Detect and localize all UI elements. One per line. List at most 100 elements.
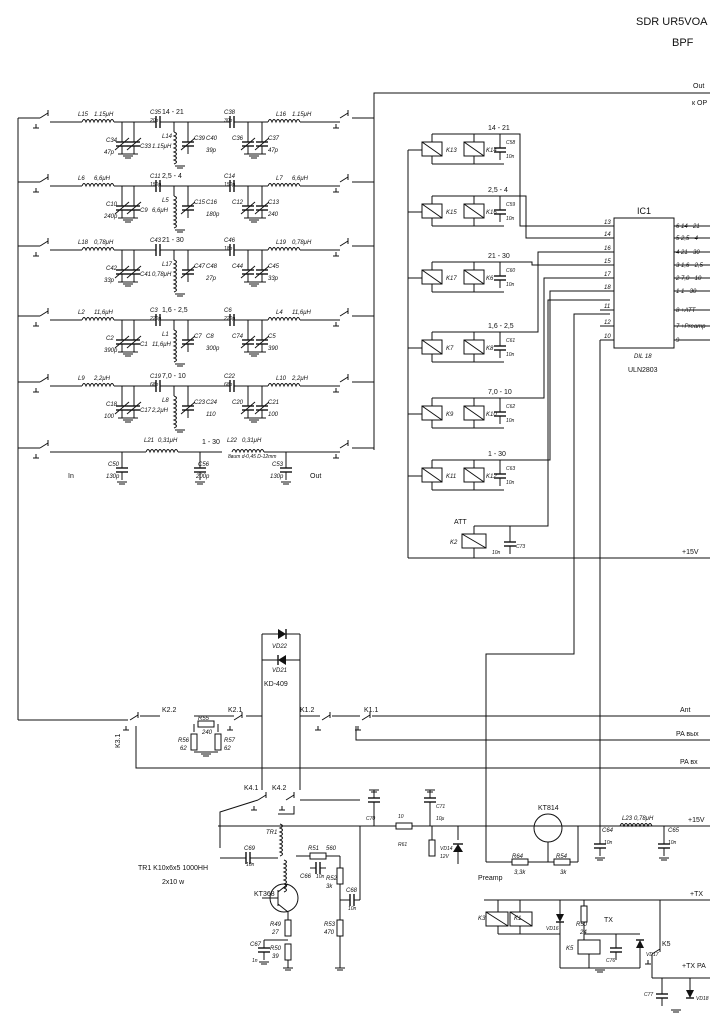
filter-c-ser1-value: 220p: [149, 316, 161, 322]
lpf-c53-label: C53: [272, 462, 284, 468]
filter-l-in-label: L2: [78, 310, 85, 316]
att-c73: C73: [516, 544, 525, 550]
subtitle: BPF: [672, 37, 694, 49]
filter-l-out-label: L4: [276, 310, 283, 316]
k5-label: K5: [566, 946, 574, 952]
filter-c-ser1-label: C11: [150, 174, 161, 180]
filter-c-ser2-value: 18p: [224, 246, 233, 252]
ic1-left-pin: 18: [604, 285, 611, 291]
pa-in-label: PA вх: [680, 759, 698, 766]
lpf-c50-label: C50: [108, 462, 120, 468]
filter-c-d-label: C48: [206, 264, 218, 270]
tx-label: TX: [604, 917, 613, 924]
filter-c-ser2-label: C22: [224, 374, 236, 380]
r52-value: 3k: [326, 884, 333, 890]
filter-c-f-value: 100: [268, 412, 279, 418]
r53-label: R53: [324, 922, 336, 928]
filter-c-ser2-value: 150p: [224, 182, 235, 188]
lpf-band: 1 - 30: [202, 439, 220, 446]
c67-label: C67: [250, 942, 262, 948]
r50-value: 24: [579, 930, 587, 936]
filter-c-a-label: C18: [106, 402, 118, 408]
filter-l-in-value: 11,6μH: [94, 310, 114, 316]
r61-label: R61: [398, 842, 407, 848]
relay-coil-2-label: K10: [486, 412, 497, 418]
r49-value: 27: [271, 930, 279, 936]
lpf-c53-value: 130p: [270, 474, 284, 480]
filter-c-b-label: C41: [140, 272, 151, 278]
ic1-package: DIL 18: [634, 354, 652, 360]
filter-c-a-label: C10: [106, 202, 118, 208]
k3-label: K3: [478, 916, 486, 922]
filter-l-in-value: 6,6μH: [94, 176, 111, 182]
filter-l-mid-label: L5: [162, 198, 169, 204]
r52-label: R52: [326, 876, 338, 882]
c70-label: C70: [366, 816, 375, 822]
relay-band-label: 21 - 30: [488, 253, 510, 260]
att-c72: 10n: [492, 550, 501, 556]
k21-label: K2.1: [228, 707, 243, 714]
lpf-note: 8вит d-0,45 D-12mm: [228, 454, 276, 460]
filter-l-out-value: 1.15μH: [292, 112, 312, 118]
filter-c-e-label: C20: [232, 400, 244, 406]
c68-label: C68: [346, 888, 358, 894]
filter-c-a-label: C42: [106, 266, 118, 272]
relay-coil-2-label: K14: [486, 148, 497, 154]
plus-tx-pa-label: +TX PA: [682, 963, 706, 970]
filter-c-e-label: C12: [232, 200, 244, 206]
lpf-l21-label: L21: [144, 438, 154, 444]
filter-l-mid-value: 0,78μH: [152, 272, 172, 278]
filter-c-ser1-label: C43: [150, 238, 162, 244]
relay-coil-1-label: K11: [446, 474, 456, 480]
att-label: ATT: [454, 519, 467, 526]
vd18-label: VD18: [696, 996, 709, 1002]
filter-c-ser1-label: C19: [150, 374, 162, 380]
regulator-section: C70 R61 10 C71 10μ VD14 12V KT814 R64 3,…: [360, 313, 710, 882]
filter-c-ser1-value: 20p: [149, 118, 159, 124]
ic1-right-pin: 3 1,6 - 2,5: [676, 263, 704, 269]
filter-l-mid-label: L14: [162, 134, 173, 140]
lpf-c50-value: 130p: [106, 474, 120, 480]
filter-c-ser1-label: C3: [150, 308, 158, 314]
c65-label: C65: [668, 828, 680, 834]
preamp-section: K4.1 K4.2 TR1 C69 10n R51 560 C66 10n R5…: [138, 785, 361, 971]
filter-c-a-label: C34: [106, 138, 118, 144]
c68-value: 10n: [348, 906, 357, 912]
low-pass-filter: L21 0,31μH L22 0,31μH 1 - 30 8вит d-0,45…: [18, 438, 374, 485]
filter-c-ser2-label: C38: [224, 110, 236, 116]
relay-cap-value: 10n: [506, 282, 515, 288]
k5-contact-label: K5: [662, 941, 671, 948]
r61-value: 10: [398, 814, 404, 820]
relay-band-label: 14 - 21: [488, 125, 510, 132]
r56-label: R56: [178, 738, 190, 744]
filter-l-mid-value: 1.15μH: [152, 144, 172, 150]
k31-label: K3.1: [115, 733, 122, 748]
filter-c-d-label: C16: [206, 200, 218, 206]
lpf-out-label: Out: [310, 473, 321, 480]
filter-c-ser1-label: C35: [150, 110, 162, 116]
c66-value: 10n: [316, 874, 325, 880]
r51-value: 560: [326, 846, 337, 852]
filter-c-b-label: C33: [140, 144, 152, 150]
lpf-c56-label: C56: [198, 462, 210, 468]
ic1-left-pin: 12: [604, 320, 611, 326]
c64-value: 10n: [604, 840, 613, 846]
kd409-label: KD-409: [264, 681, 288, 688]
switch-section: K3.1 K2.2 K2.1 R55 240 R56 62 R57 62 K1.…: [18, 660, 710, 790]
filter-c-f-value: 240: [267, 212, 279, 218]
filter-band-label: 1,6 - 2,5: [162, 307, 188, 314]
filter-c-c-label: C39: [194, 136, 206, 142]
filter-c-d-value: 180p: [206, 212, 220, 218]
ic1-left-pin: 14: [604, 232, 611, 238]
filter-l-out-label: L7: [276, 176, 283, 182]
filter-c-ser2-label: C6: [224, 308, 232, 314]
filter-l-out-value: 0,78μH: [292, 240, 312, 246]
vd21-label: VD21: [272, 668, 287, 674]
k12-label: K1.2: [300, 707, 315, 714]
